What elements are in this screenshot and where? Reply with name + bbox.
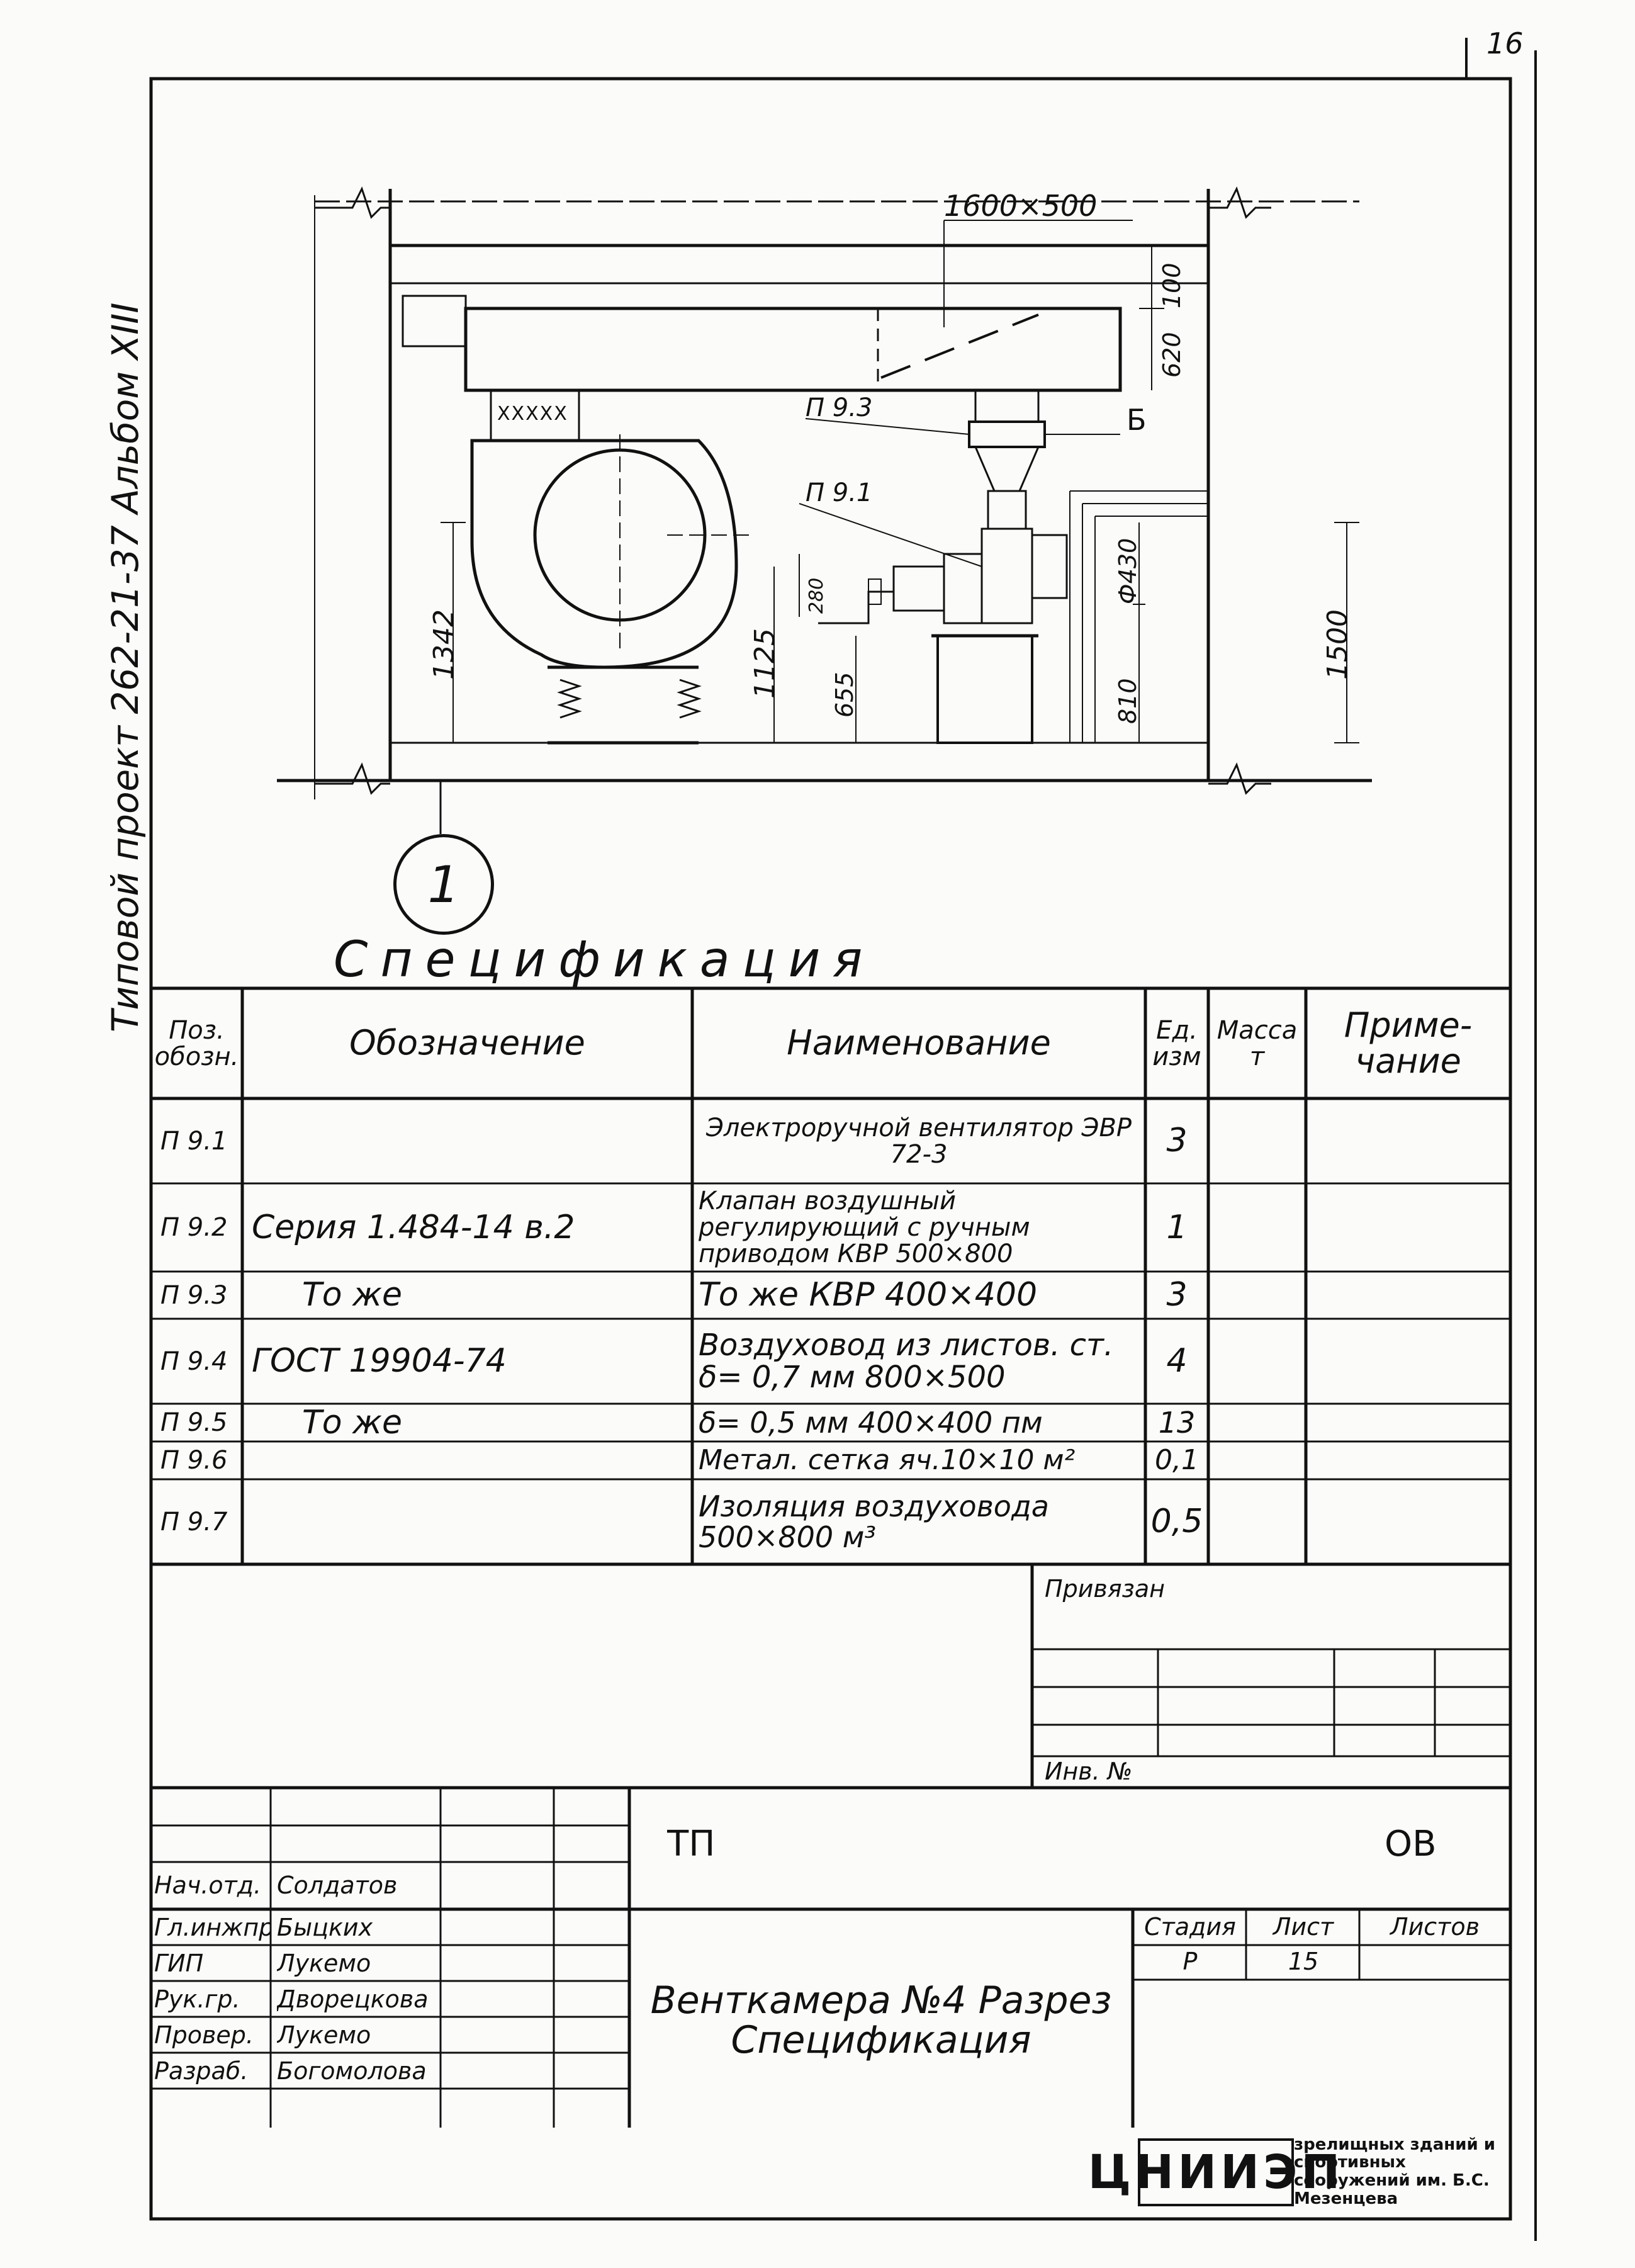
staff-name: Лукемо [277, 1949, 371, 1977]
row-name: Электроручной вентилятор ЭВР 72-3 [705, 1113, 1132, 1169]
row-pos: П 9.1 [160, 1126, 228, 1156]
stage-label: Стадия [1144, 1913, 1236, 1941]
staff-role: Провер. [154, 2021, 254, 2049]
row-qty: 3 [1166, 1122, 1188, 1160]
sheet-value: 15 [1288, 1948, 1319, 1976]
staff-name: Богомолова [277, 2056, 427, 2085]
row-pos: П 9.6 [160, 1446, 228, 1475]
sheet-name: Венткамера №4 Разрез Спецификация [650, 1978, 1112, 2062]
dim-810: 810 [1114, 678, 1142, 724]
row-designation [252, 1102, 686, 1180]
row-pos: П 9.5 [160, 1408, 228, 1437]
letter-b-label: Б [1127, 403, 1147, 437]
row-designation [252, 1445, 686, 1476]
code-right: ОВ [1385, 1823, 1437, 1865]
spec-table-lines [151, 986, 1510, 1566]
binding-label: Привязан [1045, 1575, 1165, 1603]
row-designation: То же [302, 1407, 402, 1438]
row-qty: 13 [1158, 1407, 1196, 1438]
stage-value: Р [1183, 1948, 1198, 1976]
staff-role: Гл.инжпр. [154, 1913, 271, 1941]
staff-name: Солдатов [277, 1871, 398, 1900]
row-name: δ= 0,5 мм 400×400 пм [699, 1407, 1043, 1438]
header-designation: Обозначение [349, 1023, 585, 1063]
header-name: Наименование [787, 1023, 1051, 1063]
dim-430: Ф430 [1114, 538, 1142, 604]
row-designation [252, 1482, 686, 1561]
dim-1125: 1125 [749, 628, 781, 699]
sheet-border [149, 77, 1512, 2221]
code-left: ТП [667, 1823, 716, 1865]
row-pos: П 9.2 [160, 1213, 228, 1242]
row-qty: 3 [1166, 1276, 1188, 1314]
project-side-label: Типовой проект 262-21-37 Альбом XIII [104, 302, 147, 1032]
row-designation: Серия 1.484-14 в.2 [252, 1208, 575, 1246]
row-designation: ГОСТ 19904-74 [252, 1342, 507, 1380]
row-qty: 4 [1166, 1342, 1188, 1380]
row-qty: 0,5 [1150, 1503, 1203, 1541]
sheets-label: Листов [1390, 1913, 1480, 1941]
row-pos: П 9.4 [160, 1346, 228, 1376]
spec-title: Спецификация [334, 932, 875, 988]
inventory-label: Инв. № [1045, 1757, 1133, 1786]
row-pos: П 9.3 [160, 1280, 228, 1310]
row-qty: 1 [1166, 1208, 1188, 1246]
institute-logo: ЦНИИЭП [1088, 2138, 1340, 2206]
duct-size-label: 1600×500 [944, 189, 1098, 223]
row-name: Воздуховод из листов. ст. δ= 0,7 мм 800×… [699, 1328, 1114, 1395]
row-name: Изоляция воздуховода 500×800 м³ [699, 1489, 1049, 1554]
row-pos: П 9.7 [160, 1507, 228, 1537]
section-drawing [277, 186, 1372, 834]
row-name: Клапан воздушный регулирующий с ручным п… [699, 1187, 1030, 1268]
header-unit: Ед. изм [1152, 1015, 1201, 1071]
staff-name: Быцких [277, 1913, 373, 1941]
staff-role: Рук.гр. [154, 1985, 240, 2013]
sheet-label: Лист [1273, 1913, 1334, 1941]
item-p93-label: П 9.3 [806, 393, 873, 422]
dim-280: 280 [806, 577, 828, 614]
dim-655: 655 [831, 672, 858, 718]
item-p91-label: П 9.1 [806, 478, 873, 507]
header-pos: Поз. обозн. [154, 1015, 239, 1071]
staff-role: ГИП [154, 1949, 204, 1977]
section-mark: 1 [393, 834, 494, 935]
row-name: То же КВР 400×400 [699, 1276, 1038, 1314]
staff-role: Нач.отд. [154, 1871, 262, 1900]
row-designation: То же [302, 1276, 402, 1314]
row-name: Метал. сетка яч.10×10 м² [699, 1445, 1076, 1476]
staff-name: Лукемо [277, 2021, 371, 2049]
header-note: Приме- чание [1344, 1005, 1473, 1081]
dim-620: 620 [1158, 332, 1186, 378]
row-qty: 0,1 [1155, 1445, 1199, 1476]
binding-lines [1030, 1564, 1510, 1788]
dim-1500: 1500 [1322, 609, 1354, 680]
dim-100: 100 [1158, 262, 1186, 308]
organization-name: зрелищных зданий и спортивных сооружений… [1294, 2135, 1495, 2208]
staff-name: Дворецкова [277, 1985, 429, 2013]
header-mass: Масса т [1216, 1015, 1298, 1071]
title-block-lines [151, 1786, 1510, 2128]
dim-1342: 1342 [428, 609, 460, 680]
mesh-label: XXXXX [497, 403, 568, 425]
page-number: 16 [1486, 26, 1524, 60]
staff-role: Разраб. [154, 2056, 249, 2085]
